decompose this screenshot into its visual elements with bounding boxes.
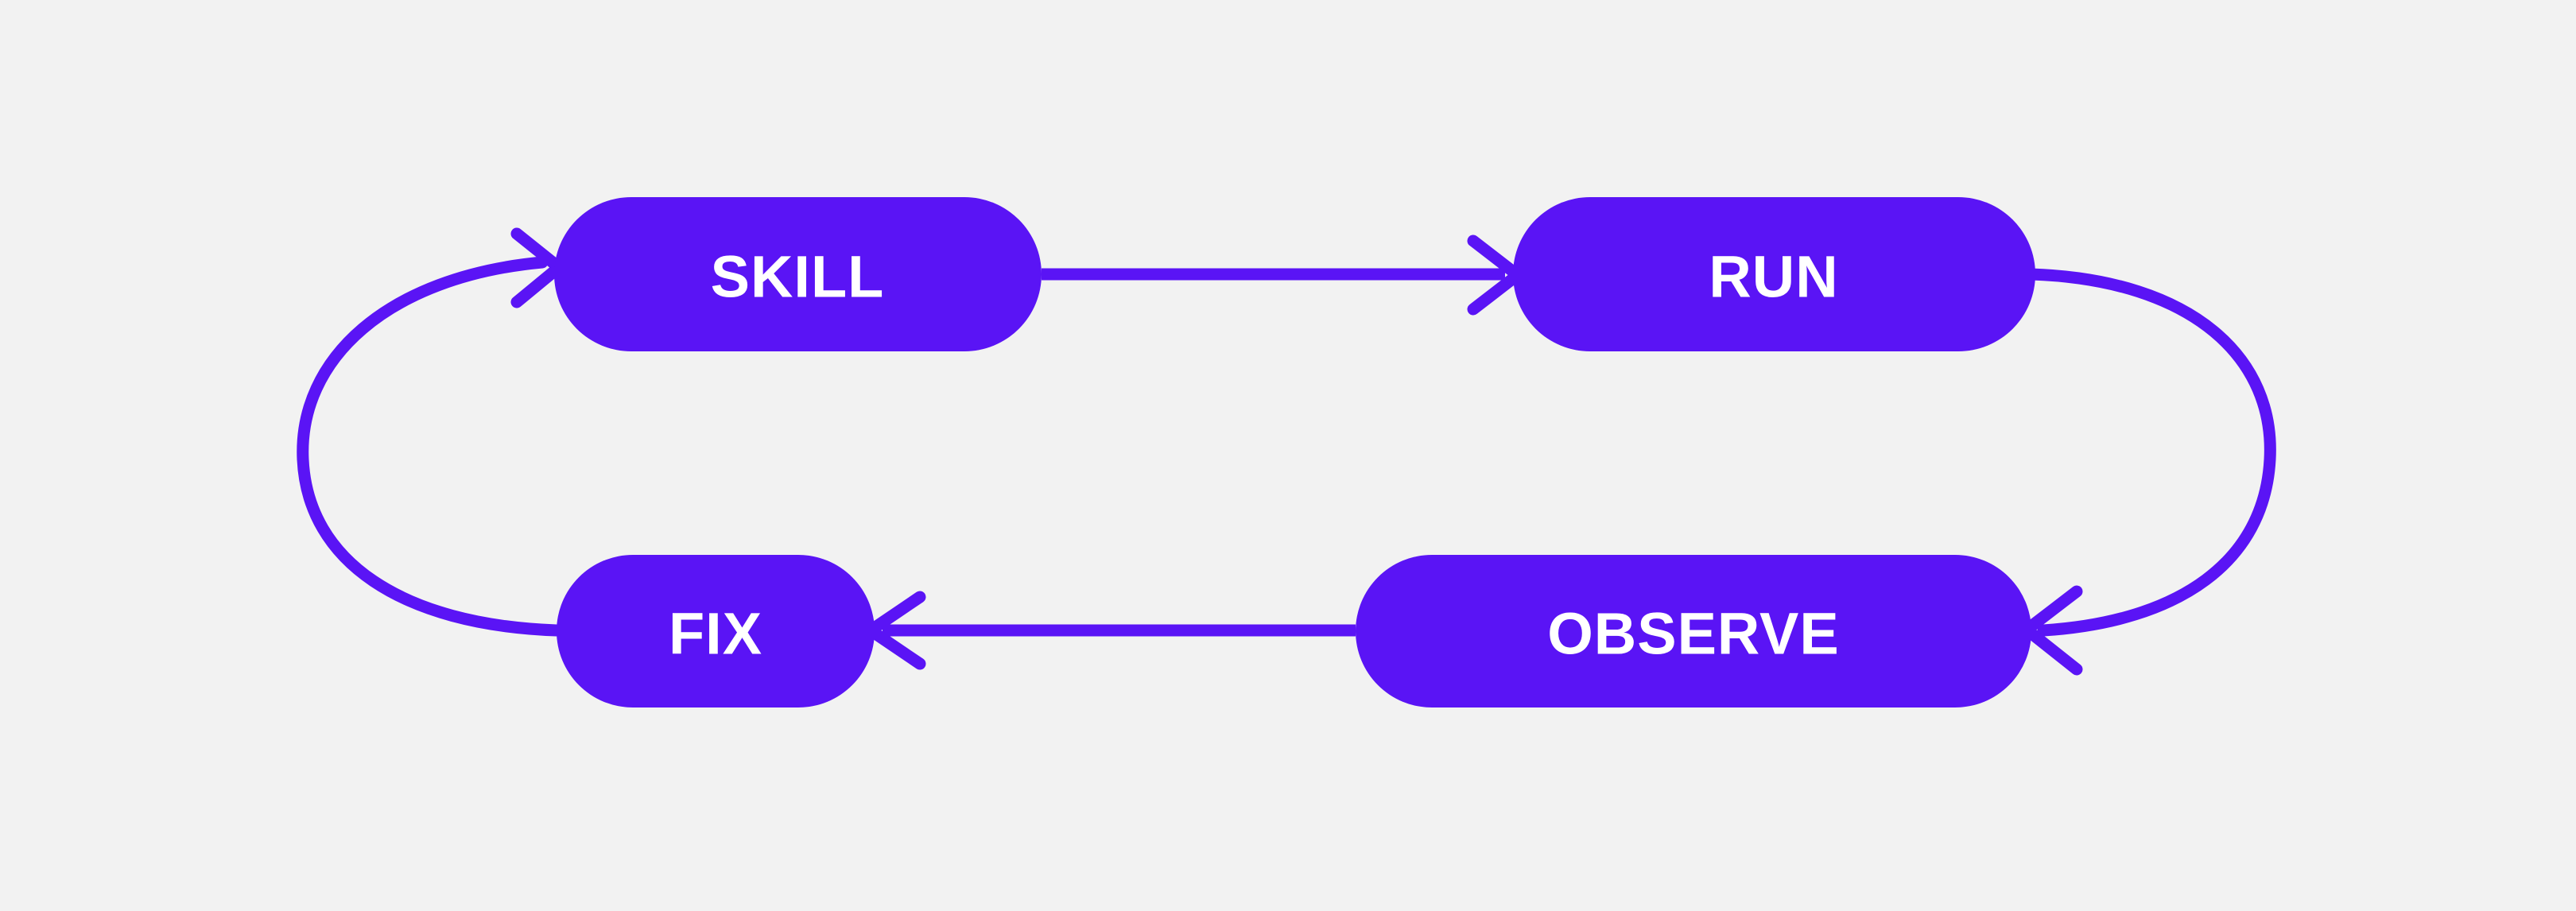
node-label-observe: OBSERVE (1547, 601, 1840, 667)
node-skill[interactable]: SKILL (554, 197, 1042, 351)
arrowhead-icon (1467, 235, 1525, 316)
node-shape (557, 555, 875, 707)
node-label-skill: SKILL (711, 244, 885, 310)
arrowhead-icon (867, 591, 926, 670)
edges-layer (297, 227, 2276, 676)
node-label-run: RUN (1709, 244, 1838, 310)
node-shape (1356, 555, 2031, 707)
node-run[interactable]: RUN (1513, 197, 2035, 351)
edge-fix-to-skill[interactable] (297, 227, 568, 637)
node-shape (1513, 197, 2035, 351)
nodes-layer: SKILL RUN OBSERVE FIX (554, 197, 2035, 707)
node-observe[interactable]: OBSERVE (1356, 555, 2031, 707)
edge-run-to-observe[interactable] (2020, 268, 2276, 676)
edge-line (2025, 268, 2276, 637)
node-fix[interactable]: FIX (557, 555, 875, 707)
arrowhead-icon (2020, 585, 2083, 676)
edge-line (297, 256, 563, 637)
node-shape (554, 197, 1042, 351)
edge-observe-to-fix[interactable] (867, 591, 1356, 670)
node-label-fix: FIX (669, 601, 762, 667)
edge-skill-to-run[interactable] (1042, 235, 1525, 316)
